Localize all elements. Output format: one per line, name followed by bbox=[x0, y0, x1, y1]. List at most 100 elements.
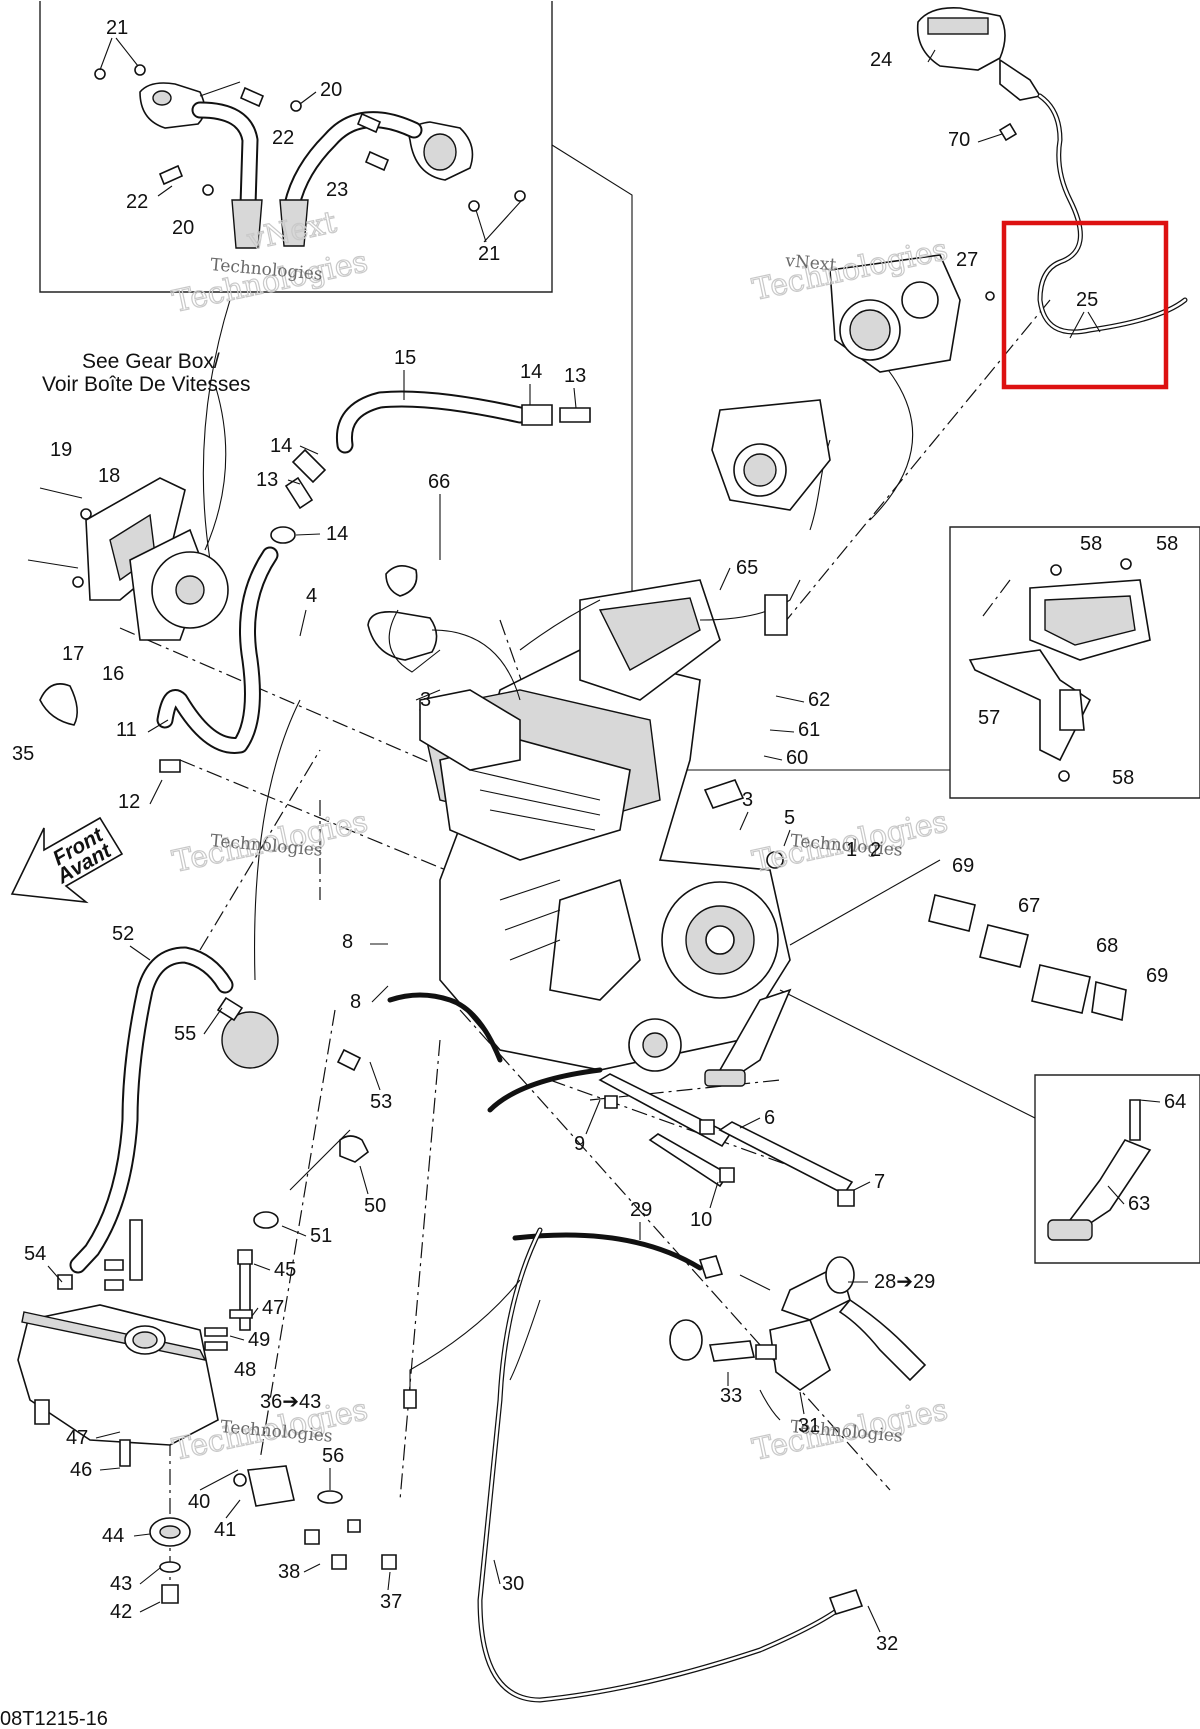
callout-22: 22 bbox=[126, 191, 148, 213]
callout-21: 21 bbox=[106, 17, 128, 39]
callout-14: 14 bbox=[520, 361, 542, 383]
callout-40: 40 bbox=[188, 1491, 210, 1513]
callout-27: 27 bbox=[956, 249, 978, 271]
callout-56: 56 bbox=[322, 1445, 344, 1467]
callout-68: 68 bbox=[1096, 935, 1118, 957]
callout-11: 11 bbox=[116, 719, 137, 741]
callout-36-43: 36➔43 bbox=[260, 1391, 321, 1413]
callout-61: 61 bbox=[798, 719, 820, 741]
ignition-coil-inset bbox=[39, 1, 633, 986]
switch-bracket bbox=[968, 558, 1151, 782]
callout-58: 58 bbox=[1156, 533, 1178, 555]
callout-54: 54 bbox=[24, 1243, 46, 1265]
callout-48: 48 bbox=[234, 1359, 256, 1381]
callout-69: 69 bbox=[952, 855, 974, 877]
callout-58: 58 bbox=[1112, 767, 1134, 789]
callout-44: 44 bbox=[102, 1525, 124, 1547]
callout-19: 19 bbox=[50, 439, 72, 461]
callout-65: 65 bbox=[736, 557, 758, 579]
callout-12: 12 bbox=[118, 791, 140, 813]
clutch-assembly bbox=[403, 1227, 927, 1703]
see-gear-box-note: See Gear Box/ bbox=[82, 350, 220, 373]
watermark-small-2: vNext bbox=[784, 251, 838, 275]
callout-33: 33 bbox=[720, 1385, 742, 1407]
callout-24: 24 bbox=[870, 49, 892, 71]
hose-assembly bbox=[39, 390, 591, 773]
callout-15: 15 bbox=[394, 347, 416, 369]
callout-42: 42 bbox=[110, 1601, 132, 1623]
callout-23: 23 bbox=[326, 179, 348, 201]
oil-tank bbox=[17, 1129, 397, 1604]
callout-63: 63 bbox=[1128, 1193, 1150, 1215]
callout-43: 43 bbox=[110, 1573, 132, 1595]
callout-20: 20 bbox=[320, 79, 342, 101]
callout-70: 70 bbox=[948, 129, 970, 151]
callout-49: 49 bbox=[248, 1329, 270, 1351]
callout-41: 41 bbox=[214, 1519, 236, 1541]
callout-3: 3 bbox=[420, 689, 431, 711]
callout-13: 13 bbox=[564, 365, 586, 387]
callout-29: 29 bbox=[630, 1199, 652, 1221]
callout-30: 30 bbox=[502, 1573, 524, 1595]
callout-57: 57 bbox=[978, 707, 1000, 729]
callout-32: 32 bbox=[876, 1633, 898, 1655]
callout-2: 2 bbox=[870, 839, 881, 861]
callout-8: 8 bbox=[342, 931, 353, 953]
callout-6: 6 bbox=[764, 1107, 775, 1129]
callout-20: 20 bbox=[172, 217, 194, 239]
callout-3: 3 bbox=[742, 789, 753, 811]
callout-13: 13 bbox=[256, 469, 278, 491]
callout-leaders bbox=[47, 37, 1161, 1633]
callout-10: 10 bbox=[690, 1209, 712, 1231]
highlight-box bbox=[1001, 220, 1169, 390]
callout-17: 17 bbox=[62, 643, 84, 665]
callout-55: 55 bbox=[174, 1023, 196, 1045]
callout-16: 16 bbox=[102, 663, 124, 685]
callout-50: 50 bbox=[364, 1195, 386, 1217]
callout-47: 47 bbox=[262, 1297, 284, 1319]
callout-numbers: 21 20 22 22 23 20 21 24 70 27 25 15 14 1… bbox=[12, 17, 1186, 1655]
breather-hose bbox=[69, 565, 441, 1274]
throttle-assembly bbox=[711, 6, 1188, 511]
callout-46: 46 bbox=[70, 1459, 92, 1481]
callout-9: 9 bbox=[574, 1133, 585, 1155]
callout-64: 64 bbox=[1164, 1091, 1186, 1113]
rear-brake-switch-inset bbox=[660, 526, 1200, 799]
voir-boite-note: Voir Boîte De Vitesses bbox=[42, 373, 251, 396]
callout-18: 18 bbox=[98, 465, 120, 487]
callout-51: 51 bbox=[310, 1225, 332, 1247]
sprocket-cover bbox=[27, 387, 229, 641]
shift-lever-inset bbox=[779, 989, 1200, 1264]
callout-28-29: 28➔29 bbox=[874, 1271, 935, 1293]
callout-37: 37 bbox=[380, 1591, 402, 1613]
callout-60: 60 bbox=[786, 747, 808, 769]
drawing-code: 08T1215-16 bbox=[0, 1708, 108, 1729]
callout-66: 66 bbox=[428, 471, 450, 493]
callout-35: 35 bbox=[12, 743, 34, 765]
callout-58: 58 bbox=[1080, 533, 1102, 555]
callout-47: 47 bbox=[66, 1427, 88, 1449]
callout-14: 14 bbox=[270, 435, 292, 457]
callout-38: 38 bbox=[278, 1561, 300, 1583]
engine-block bbox=[367, 579, 801, 1113]
callout-7: 7 bbox=[874, 1171, 885, 1193]
watermark-big-1: Technologies bbox=[169, 244, 370, 320]
callout-67: 67 bbox=[1018, 895, 1040, 917]
callout-5: 5 bbox=[784, 807, 795, 829]
callout-45: 45 bbox=[274, 1259, 296, 1281]
callout-52: 52 bbox=[112, 923, 134, 945]
callout-53: 53 bbox=[370, 1091, 392, 1113]
callout-31: 31 bbox=[798, 1415, 820, 1437]
callout-21: 21 bbox=[478, 243, 500, 265]
callout-8: 8 bbox=[350, 991, 361, 1013]
callout-69: 69 bbox=[1146, 965, 1168, 987]
right-side-parts bbox=[598, 779, 1127, 1207]
callout-22: 22 bbox=[272, 127, 294, 149]
callout-62: 62 bbox=[808, 689, 830, 711]
shift-lever bbox=[1047, 1099, 1152, 1241]
front-direction-arrow: Front Avant bbox=[10, 816, 124, 904]
notes: See Gear Box/ Voir Boîte De Vitesses 08T… bbox=[0, 350, 251, 1729]
callout-25: 25 bbox=[1076, 289, 1098, 311]
callout-14: 14 bbox=[326, 523, 348, 545]
